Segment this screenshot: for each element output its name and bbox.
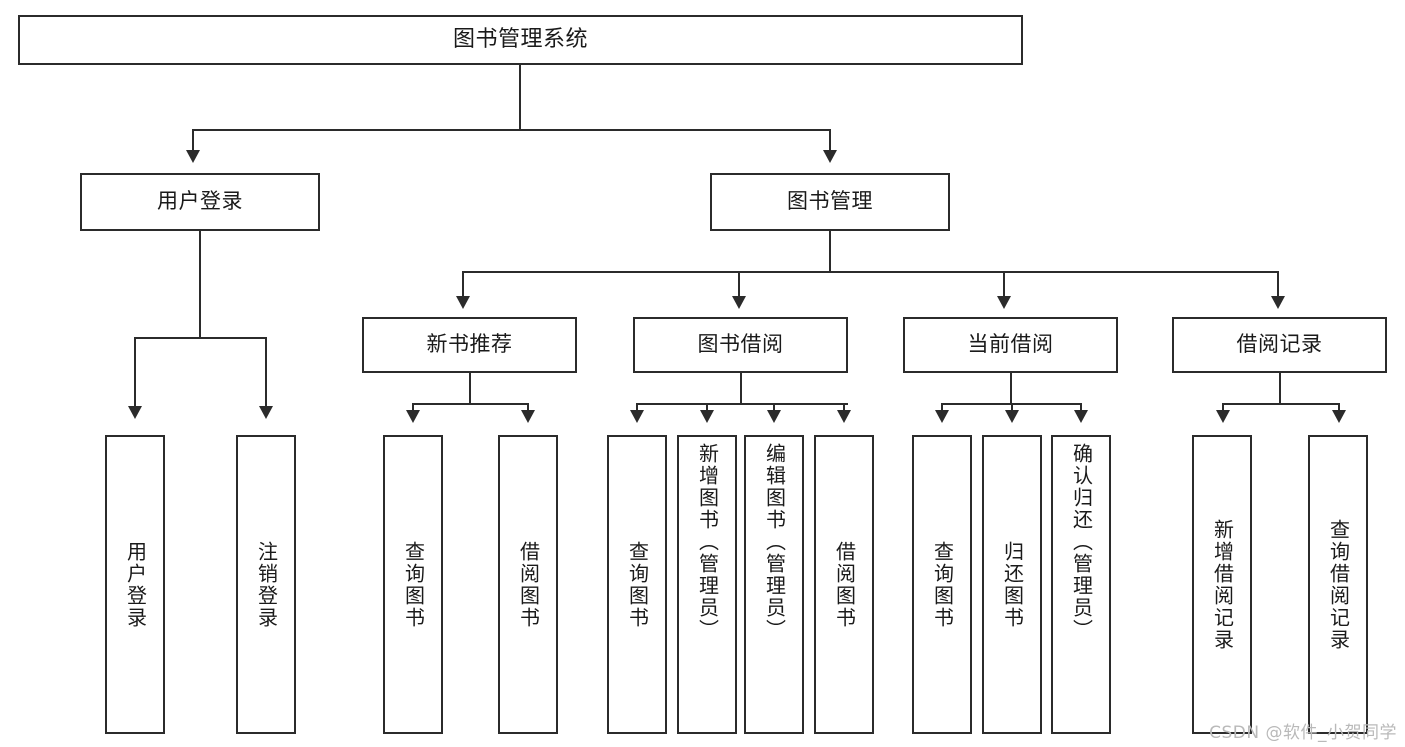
leaf-borrow-borrow-book-label: 借阅图书 — [832, 540, 857, 629]
leaf-logout-label: 注销登录 — [254, 540, 279, 629]
node-new-book-recommend-label: 新书推荐 — [426, 332, 513, 357]
node-user-login[interactable]: 用户登录 — [80, 173, 320, 231]
node-root-system[interactable]: 图书管理系统 — [18, 15, 1023, 65]
leaf-user-login[interactable]: 用户登录 — [105, 435, 165, 734]
leaf-current-query-book-label: 查询图书 — [930, 540, 955, 629]
connector-bookborrow-to-l4 — [843, 403, 845, 413]
connector-root-stem — [519, 65, 521, 129]
leaf-borrow-add-book-label: 新增图书（管理员） — [695, 443, 720, 641]
leaf-current-query-book[interactable]: 查询图书 — [912, 435, 972, 734]
arrow-bookmgmt-to-c2 — [732, 296, 746, 309]
arrow-bookmgmt-to-c4 — [1271, 296, 1285, 309]
connector-userlogin-to-leaf1 — [134, 337, 136, 409]
arrow-borrowrecord-to-l1 — [1216, 410, 1230, 423]
node-current-borrow[interactable]: 当前借阅 — [903, 317, 1118, 373]
connector-root-bus — [192, 129, 830, 131]
connector-bookborrow-to-l1 — [636, 403, 638, 413]
connector-currentborrow-to-l3 — [1080, 403, 1082, 413]
leaf-borrow-query-book[interactable]: 查询图书 — [607, 435, 667, 734]
leaf-borrow-edit-book-label: 编辑图书（管理员） — [762, 443, 787, 641]
connector-bookborrow-bus — [636, 403, 848, 405]
connector-borrowrecord-to-l2 — [1338, 403, 1340, 413]
connector-currentborrow-to-l1 — [941, 403, 943, 413]
connector-newbook-to-l2 — [527, 403, 529, 413]
connector-bookmgmt-to-c4 — [1277, 271, 1279, 299]
arrow-bookborrow-to-l2 — [700, 410, 714, 423]
arrow-currentborrow-to-l2 — [1005, 410, 1019, 423]
leaf-borrow-borrow-book[interactable]: 借阅图书 — [814, 435, 874, 734]
connector-bookmgmt-stem — [829, 231, 831, 271]
leaf-newbook-query-book[interactable]: 查询图书 — [383, 435, 443, 734]
leaf-newbook-borrow-book[interactable]: 借阅图书 — [498, 435, 558, 734]
arrow-currentborrow-to-l1 — [935, 410, 949, 423]
node-book-borrow-label: 图书借阅 — [697, 332, 784, 357]
arrow-root-to-book — [823, 150, 837, 163]
leaf-newbook-query-book-label: 查询图书 — [401, 540, 426, 629]
arrow-root-to-user — [186, 150, 200, 163]
arrow-bookmgmt-to-c1 — [456, 296, 470, 309]
node-book-management-label: 图书管理 — [787, 189, 873, 214]
connector-bookmgmt-to-c1 — [462, 271, 464, 299]
arrow-currentborrow-to-l3 — [1074, 410, 1088, 423]
leaf-current-return-book-label: 归还图书 — [1000, 540, 1025, 629]
arrow-newbook-to-l1 — [406, 410, 420, 423]
connector-bookmgmt-to-c2 — [738, 271, 740, 299]
node-book-borrow[interactable]: 图书借阅 — [633, 317, 848, 373]
connector-userlogin-to-leaf2 — [265, 337, 267, 409]
leaf-borrow-query-book-label: 查询图书 — [625, 540, 650, 629]
connector-borrowrecord-bus — [1222, 403, 1339, 405]
connector-userlogin-stem — [199, 231, 201, 337]
arrow-borrowrecord-to-l2 — [1332, 410, 1346, 423]
node-current-borrow-label: 当前借阅 — [967, 332, 1054, 357]
connector-borrowrecord-to-l1 — [1222, 403, 1224, 413]
connector-bookborrow-stem — [740, 373, 742, 403]
arrow-userlogin-to-leaf1 — [128, 406, 142, 419]
arrow-bookborrow-to-l4 — [837, 410, 851, 423]
connector-root-to-user — [192, 129, 194, 153]
connector-bookborrow-to-l2 — [706, 403, 708, 413]
connector-borrowrecord-stem — [1279, 373, 1281, 403]
connector-bookborrow-to-l3 — [773, 403, 775, 413]
connector-newbook-stem — [469, 373, 471, 403]
leaf-current-confirm-return[interactable]: 确认归还（管理员） — [1051, 435, 1111, 734]
leaf-borrow-edit-book[interactable]: 编辑图书（管理员） — [744, 435, 804, 734]
leaf-record-query-label: 查询借阅记录 — [1326, 518, 1351, 651]
leaf-record-query[interactable]: 查询借阅记录 — [1308, 435, 1368, 734]
leaf-newbook-borrow-book-label: 借阅图书 — [516, 540, 541, 629]
arrow-bookborrow-to-l3 — [767, 410, 781, 423]
arrow-newbook-to-l2 — [521, 410, 535, 423]
watermark: CSDN @软件_小贺同学 — [1209, 723, 1397, 743]
leaf-borrow-add-book[interactable]: 新增图书（管理员） — [677, 435, 737, 734]
connector-newbook-bus — [412, 403, 528, 405]
leaf-current-confirm-return-label: 确认归还（管理员） — [1069, 443, 1094, 641]
connector-newbook-to-l1 — [412, 403, 414, 413]
node-book-management[interactable]: 图书管理 — [710, 173, 950, 231]
leaf-user-login-label: 用户登录 — [123, 540, 148, 629]
node-borrow-record[interactable]: 借阅记录 — [1172, 317, 1387, 373]
leaf-logout[interactable]: 注销登录 — [236, 435, 296, 734]
leaf-current-return-book[interactable]: 归还图书 — [982, 435, 1042, 734]
arrow-bookborrow-to-l1 — [630, 410, 644, 423]
node-new-book-recommend[interactable]: 新书推荐 — [362, 317, 577, 373]
connector-root-to-book — [829, 129, 831, 153]
connector-bookmgmt-to-c3 — [1003, 271, 1005, 299]
connector-currentborrow-to-l2 — [1011, 403, 1013, 413]
leaf-record-add-label: 新增借阅记录 — [1210, 518, 1235, 651]
node-borrow-record-label: 借阅记录 — [1236, 332, 1323, 357]
arrow-userlogin-to-leaf2 — [259, 406, 273, 419]
node-user-login-label: 用户登录 — [157, 189, 243, 214]
node-root-label: 图书管理系统 — [452, 26, 588, 52]
arrow-bookmgmt-to-c3 — [997, 296, 1011, 309]
leaf-record-add[interactable]: 新增借阅记录 — [1192, 435, 1252, 734]
connector-currentborrow-stem — [1010, 373, 1012, 403]
connector-bookmgmt-bus — [462, 271, 1277, 273]
connector-userlogin-bus — [134, 337, 266, 339]
